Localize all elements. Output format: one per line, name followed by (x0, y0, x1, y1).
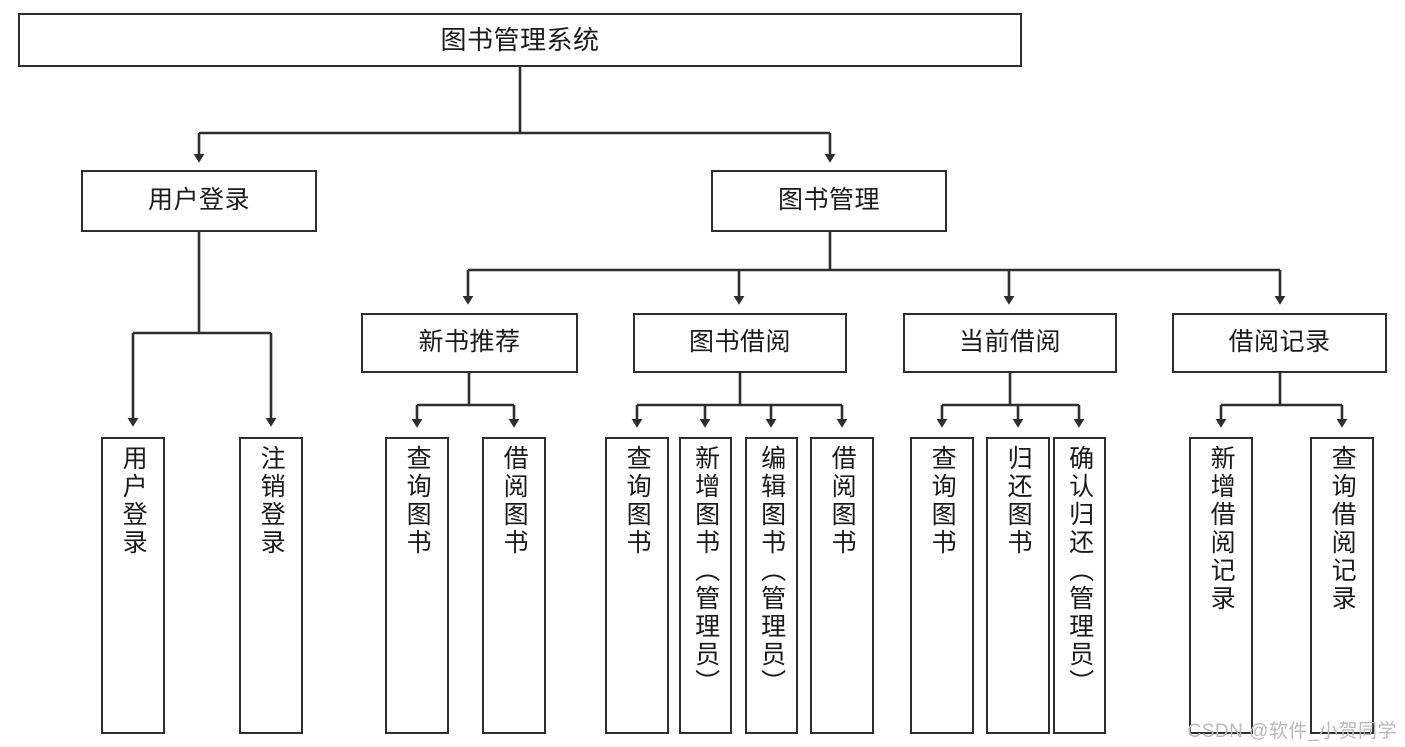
csdn-watermark: CSDN @软件_小贺同学 (1187, 721, 1397, 742)
node-label: 当前借阅 (958, 328, 1061, 357)
node-label: 图书管理 (777, 186, 880, 215)
node-label: 新书推荐 (418, 328, 521, 357)
leaf-borrow-edit-book-admin[interactable]: 编辑图书（管理员） (745, 437, 798, 734)
node-root-system[interactable]: 图书管理系统 (18, 13, 1022, 67)
node-label: 图书管理系统 (440, 24, 600, 55)
node-label: 用户登录 (119, 445, 148, 557)
node-book-borrow[interactable]: 图书借阅 (633, 313, 847, 373)
leaf-current-return-book[interactable]: 归还图书 (986, 437, 1050, 734)
node-new-book-recommend[interactable]: 新书推荐 (361, 313, 578, 373)
node-label: 新增借阅记录 (1207, 445, 1236, 613)
leaf-records-add-record[interactable]: 新增借阅记录 (1189, 437, 1253, 734)
node-label: 查询图书 (928, 445, 957, 557)
node-label: 注销登录 (257, 445, 286, 557)
node-current-borrow[interactable]: 当前借阅 (903, 313, 1117, 373)
node-label: 编辑图书（管理员） (757, 445, 786, 697)
leaf-borrow-add-book-admin[interactable]: 新增图书（管理员） (679, 437, 732, 734)
node-label: 图书借阅 (688, 328, 791, 357)
node-label: 查询图书 (403, 445, 432, 557)
leaf-borrow-query-book[interactable]: 查询图书 (605, 437, 669, 734)
node-label: 确认归还（管理员） (1065, 445, 1094, 697)
node-borrow-records[interactable]: 借阅记录 (1172, 313, 1387, 373)
node-user-login[interactable]: 用户登录 (81, 170, 317, 232)
node-label: 查询图书 (623, 445, 652, 557)
node-label: 借阅图书 (828, 445, 857, 557)
leaf-borrow-borrow-book[interactable]: 借阅图书 (810, 437, 874, 734)
node-label: 查询借阅记录 (1328, 445, 1357, 613)
node-label: 借阅记录 (1228, 328, 1331, 357)
node-label: 新增图书（管理员） (691, 445, 720, 697)
node-label: 归还图书 (1004, 445, 1033, 557)
leaf-current-confirm-return-admin[interactable]: 确认归还（管理员） (1053, 437, 1106, 734)
leaf-newbook-query-book[interactable]: 查询图书 (385, 437, 449, 734)
leaf-newbook-borrow-book[interactable]: 借阅图书 (482, 437, 546, 734)
node-label: 用户登录 (147, 186, 250, 215)
node-label: 借阅图书 (500, 445, 529, 557)
leaf-user-logout[interactable]: 注销登录 (239, 437, 303, 734)
leaf-user-login[interactable]: 用户登录 (101, 437, 165, 734)
leaf-records-query-record[interactable]: 查询借阅记录 (1310, 437, 1374, 734)
node-book-management[interactable]: 图书管理 (711, 170, 947, 232)
leaf-current-query-book[interactable]: 查询图书 (910, 437, 974, 734)
